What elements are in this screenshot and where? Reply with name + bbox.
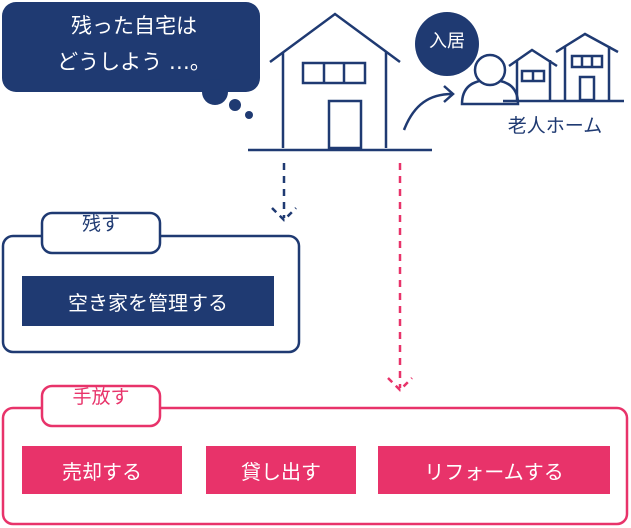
let-go-tag-label: 手放す (72, 386, 130, 408)
keep-tag-label: 残す (81, 213, 120, 235)
keep-arrow (271, 163, 297, 222)
move-in-arrow (402, 85, 455, 131)
manage-vacant-house-box: 空き家を管理する (22, 276, 274, 326)
move-in-badge (415, 12, 479, 76)
let-go-tag-box (40, 384, 162, 428)
nursing-home-icon (503, 32, 624, 103)
nursing-home-label: 老人ホーム (507, 115, 603, 137)
keep-tag-box (40, 211, 162, 255)
thought-bubble (2, 2, 260, 119)
thought-text-line1: 残った自宅は (71, 14, 197, 38)
renovate-box: リフォームする (378, 446, 610, 494)
move-in-label: 入居 (429, 31, 465, 52)
let-go-arrow (387, 163, 413, 392)
thought-text-line2: どうしよう …。 (57, 50, 211, 74)
let-go-panel (1, 406, 629, 526)
sell-box: 売却する (22, 446, 182, 494)
rent-out-box: 貸し出す (206, 446, 356, 494)
house-icon (248, 12, 432, 152)
